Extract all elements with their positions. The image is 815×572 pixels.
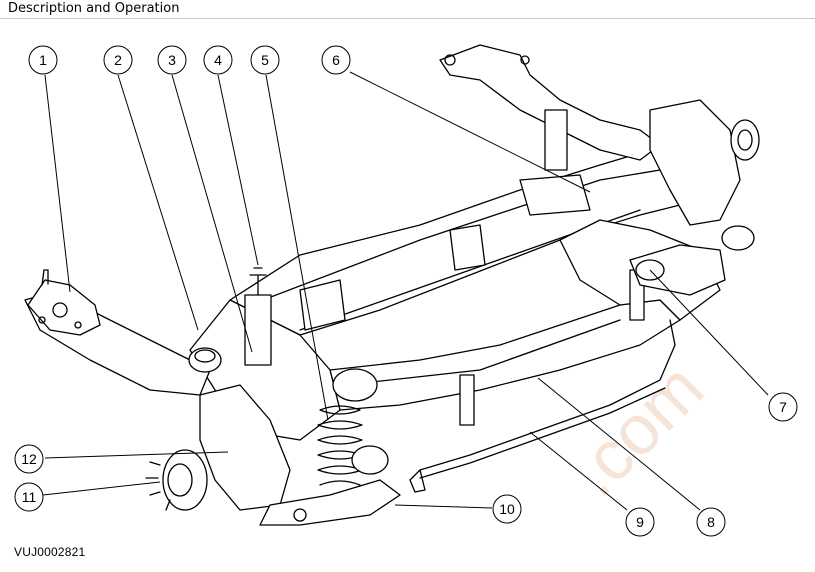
callout-4: 4 <box>214 52 222 68</box>
figure-code: VUJ0002821 <box>14 545 86 559</box>
callout-5: 5 <box>261 52 269 68</box>
callout-1: 1 <box>39 52 47 68</box>
callout-9: 9 <box>636 514 644 530</box>
section-title: Description and Operation <box>8 1 180 16</box>
callout-8: 8 <box>707 514 715 530</box>
right-lower-arm <box>629 244 726 296</box>
page-header: Description and Operation <box>0 0 815 20</box>
right-knuckle <box>649 99 741 226</box>
left-damper <box>244 294 272 366</box>
rear-subframe-diagram: 1 2 3 4 5 6 7 8 9 10 11 12 <box>14 44 798 537</box>
callout-12: 12 <box>21 451 37 467</box>
header-divider <box>0 18 815 19</box>
callout-10: 10 <box>499 501 515 517</box>
callout-7: 7 <box>779 399 787 415</box>
callout-3: 3 <box>168 52 176 68</box>
callout-6: 6 <box>332 52 340 68</box>
right-damper <box>544 109 568 171</box>
anti-roll-bar <box>419 319 676 471</box>
callout-2: 2 <box>114 52 122 68</box>
callout-11: 11 <box>22 489 37 505</box>
left-rear-lower-arm <box>259 479 401 526</box>
front-crossmember <box>329 299 681 411</box>
